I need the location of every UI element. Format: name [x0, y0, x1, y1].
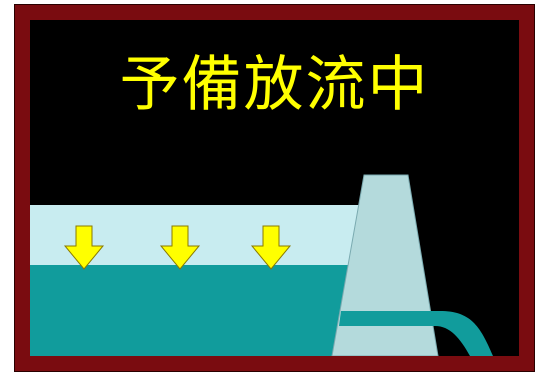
dam-body	[331, 174, 439, 356]
frame-border: 予備放流中	[14, 4, 535, 372]
down-arrow-icon	[63, 225, 105, 270]
down-arrow-icon	[250, 225, 292, 270]
display-panel: 予備放流中	[30, 20, 519, 356]
down-arrow-icon	[159, 225, 201, 270]
discharge-flow	[339, 311, 493, 356]
dam-illustration	[30, 174, 493, 356]
status-title: 予備放流中	[119, 50, 430, 120]
reservoir-water	[30, 265, 360, 356]
